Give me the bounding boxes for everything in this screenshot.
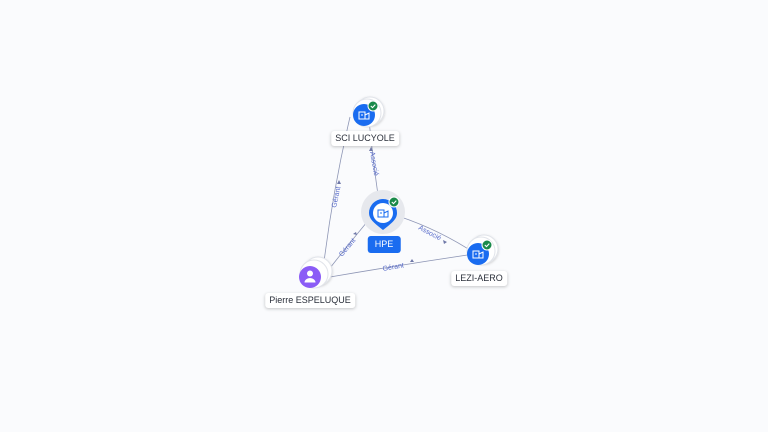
arrow-hpe-sci [369, 147, 373, 151]
node-sci-lucyole[interactable] [352, 96, 385, 128]
person-icon [304, 270, 316, 283]
verified-check-icon [481, 239, 493, 251]
arrow-pierre-hpe [353, 232, 357, 235]
node-label-pierre-espeluque: Pierre ESPELUQUE [265, 293, 355, 308]
edge-label-pierre-lezi: Gérant [382, 262, 404, 273]
edge-hpe-sci[interactable] [368, 119, 379, 196]
verified-check-icon [367, 100, 379, 112]
building-icon [358, 111, 370, 120]
arrow-pierre-sci [337, 180, 341, 184]
edge-arrows [337, 147, 447, 262]
edge-label-pierre-sci: Gérant [331, 186, 342, 208]
node-label-lezi-aero: LEZI-AERO [451, 271, 507, 286]
edge-label-hpe-sci: Associé [368, 151, 379, 176]
node-hpe[interactable] [361, 190, 405, 234]
building-icon [472, 250, 484, 259]
node-lezi-aero[interactable] [466, 234, 499, 266]
node-label-hpe: HPE [367, 236, 401, 253]
arrow-pierre-lezi [410, 259, 414, 262]
arrow-hpe-lezi [443, 240, 447, 244]
node-pierre-espeluque[interactable] [299, 256, 333, 289]
edge-pierre-lezi[interactable] [329, 253, 475, 278]
edge-label-pierre-hpe: Gérant [338, 237, 357, 258]
building-icon [377, 209, 389, 218]
verified-check-icon [388, 196, 400, 208]
edge-label-hpe-lezi: Associé [417, 225, 442, 243]
node-label-sci-lucyole: SCI LUCYOLE [331, 131, 399, 146]
